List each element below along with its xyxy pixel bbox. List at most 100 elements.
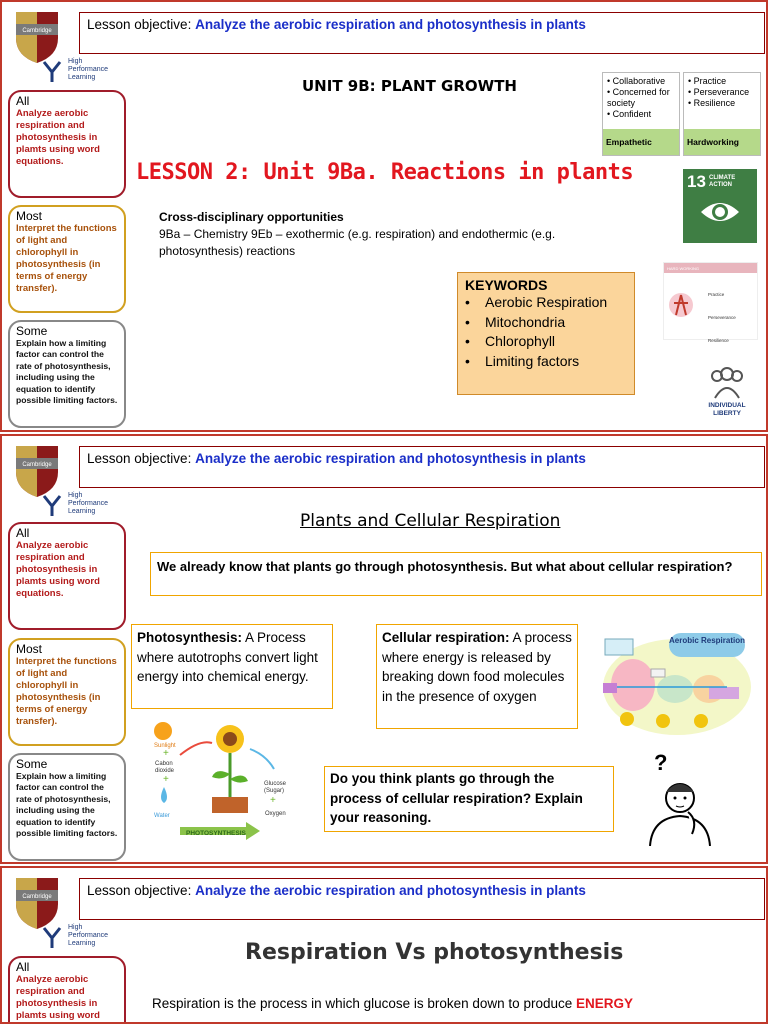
some-outcome-box: Some Explain how a limiting factor can c… (8, 753, 126, 861)
svg-text:Cambridge: Cambridge (22, 28, 52, 34)
cross-heading: Cross-disciplinary opportunities (159, 210, 344, 224)
cambridge-shield-logo: Cambridge (16, 446, 58, 497)
all-description: Analyze aerobic respiration and photosyn… (16, 540, 100, 599)
sdg-number: 13 (687, 172, 706, 191)
trait-item: Concerned for society (607, 87, 675, 109)
svg-text:?: ? (654, 750, 667, 775)
trait-item: Resilience (688, 98, 756, 109)
some-description: Explain how a limiting factor can contro… (16, 338, 118, 406)
all-label: All (16, 94, 30, 108)
lesson-objective: Lesson objective: Analyze the aerobic re… (79, 446, 765, 488)
water-label: Water (154, 813, 170, 819)
glucose-label: Glucose (264, 781, 287, 787)
photosynthesis-definition: Photosynthesis: A Process where autotrop… (131, 624, 333, 709)
trait-item: Practice (688, 76, 756, 87)
all-outcome-box: All Analyze aerobic respiration and phot… (8, 522, 126, 630)
some-description: Explain how a limiting factor can contro… (16, 771, 118, 839)
hw-card-item: Resilience (708, 338, 729, 343)
some-outcome-box: Some Explain how a limiting factor can c… (8, 320, 126, 428)
learner-traits: Collaborative Concerned for society Conf… (602, 72, 762, 156)
all-label: All (16, 526, 30, 540)
photosynthesis-diagram: Sunlight Cabon dioxide + + Water Glucose… (154, 722, 287, 840)
sdg-label: CLIMATE ACTION (709, 175, 736, 188)
slide-title: Respiration Vs photosynthesis (245, 940, 624, 965)
individual-liberty-badge: INDIVIDUAL LIBERTY (697, 362, 757, 424)
sunlight-label: Sunlight (154, 743, 176, 749)
hpl-mark-icon (42, 61, 62, 82)
cambridge-shield-logo: Cambridge (16, 878, 58, 929)
svg-text:+: + (163, 748, 169, 759)
aerobic-respiration-diagram: Aerobic Respiration (603, 633, 751, 735)
liberty-label: INDIVIDUAL LIBERTY (708, 402, 746, 417)
unit-title: UNIT 9B: PLANT GROWTH (302, 77, 517, 95)
trait-item: Confident (607, 109, 675, 120)
all-label: All (16, 960, 30, 974)
thinking-person-icon: ? (649, 750, 711, 846)
lesson-objective: Lesson objective: Analyze the aerobic re… (79, 878, 765, 920)
svg-text:Cambridge: Cambridge (22, 462, 52, 468)
trait-item: Perseverance (688, 87, 756, 98)
some-label: Some (16, 757, 48, 771)
keyword-item: Limiting factors (465, 352, 627, 372)
most-label: Most (16, 642, 43, 656)
most-outcome-box: Most Interpret the functions of light an… (8, 205, 126, 313)
hardworking-card: HARD WORKING Practice Perseverance Resil… (663, 262, 758, 343)
sun-icon (154, 722, 172, 740)
lesson-objective: Lesson objective: Analyze the aerobic re… (79, 12, 765, 54)
hw-card-item: Perseverance (708, 315, 736, 320)
question-box-2: Do you think plants go through the proce… (324, 766, 614, 832)
hw-card-item: Practice (708, 292, 725, 297)
hw-card-header: HARD WORKING (664, 263, 757, 273)
svg-text:+: + (163, 774, 169, 785)
glucose-label-2: (Sugar) (264, 788, 284, 794)
most-label: Most (16, 209, 43, 223)
svg-text:+: + (270, 795, 276, 806)
cambridge-shield-logo: Cambridge (16, 12, 58, 63)
hardworking-figure-icon (669, 293, 693, 317)
cross-text: 9Ba – Chemistry 9Eb – exothermic (e.g. r… (159, 227, 556, 258)
trait-card-empathetic: Collaborative Concerned for society Conf… (602, 72, 680, 156)
some-label: Some (16, 324, 48, 338)
question-box-1: We already know that plants go through p… (150, 552, 762, 596)
keyword-item: Chlorophyll (465, 332, 627, 352)
hpl-mark-icon (42, 927, 62, 948)
cross-disciplinary: Cross-disciplinary opportunities 9Ba – C… (159, 209, 614, 260)
trait-card-hardworking: Practice Perseverance Resilience Hardwor… (683, 72, 761, 156)
people-icon (711, 367, 743, 399)
water-drop-icon (161, 787, 167, 803)
trait-label: Empathetic (603, 129, 679, 155)
all-outcome-box: All Analyze aerobic respiration and phot… (8, 90, 126, 198)
keywords-box: KEYWORDS Aerobic Respiration Mitochondri… (457, 272, 635, 395)
co2-label: Cabon (155, 761, 173, 767)
most-outcome-box: Most Interpret the functions of light an… (8, 638, 126, 746)
trait-item: Collaborative (607, 76, 675, 87)
photosynthesis-arrow (180, 822, 260, 840)
eye-globe-icon (701, 203, 739, 221)
most-description: Interpret the functions of light and chl… (16, 223, 117, 294)
lesson-title: LESSON 2: Unit 9Ba. Reactions in plants (136, 160, 634, 185)
all-description: Analyze aerobic respiration and photosyn… (16, 108, 100, 167)
aerobic-title: Aerobic Respiration (669, 636, 745, 645)
climate-action-badge: 13 CLIMATE ACTION (683, 169, 757, 243)
oxygen-label: Oxygen (265, 811, 286, 817)
keyword-item: Mitochondria (465, 313, 627, 333)
trait-label: Hardworking (684, 129, 760, 155)
respiration-definition: Cellular respiration: A process where en… (376, 624, 578, 729)
slide-title: Plants and Cellular Respiration (300, 511, 561, 531)
all-outcome-box: All Analyze aerobic respiration and phot… (8, 956, 126, 1022)
keywords-heading: KEYWORDS (465, 277, 548, 293)
svg-text:Cambridge: Cambridge (22, 894, 52, 900)
hpl-mark-icon (42, 495, 62, 516)
respiration-statement: Respiration is the process in which gluc… (152, 996, 633, 1011)
arrow-label: PHOTOSYNTHESIS (186, 830, 247, 837)
keyword-item: Aerobic Respiration (465, 293, 627, 313)
